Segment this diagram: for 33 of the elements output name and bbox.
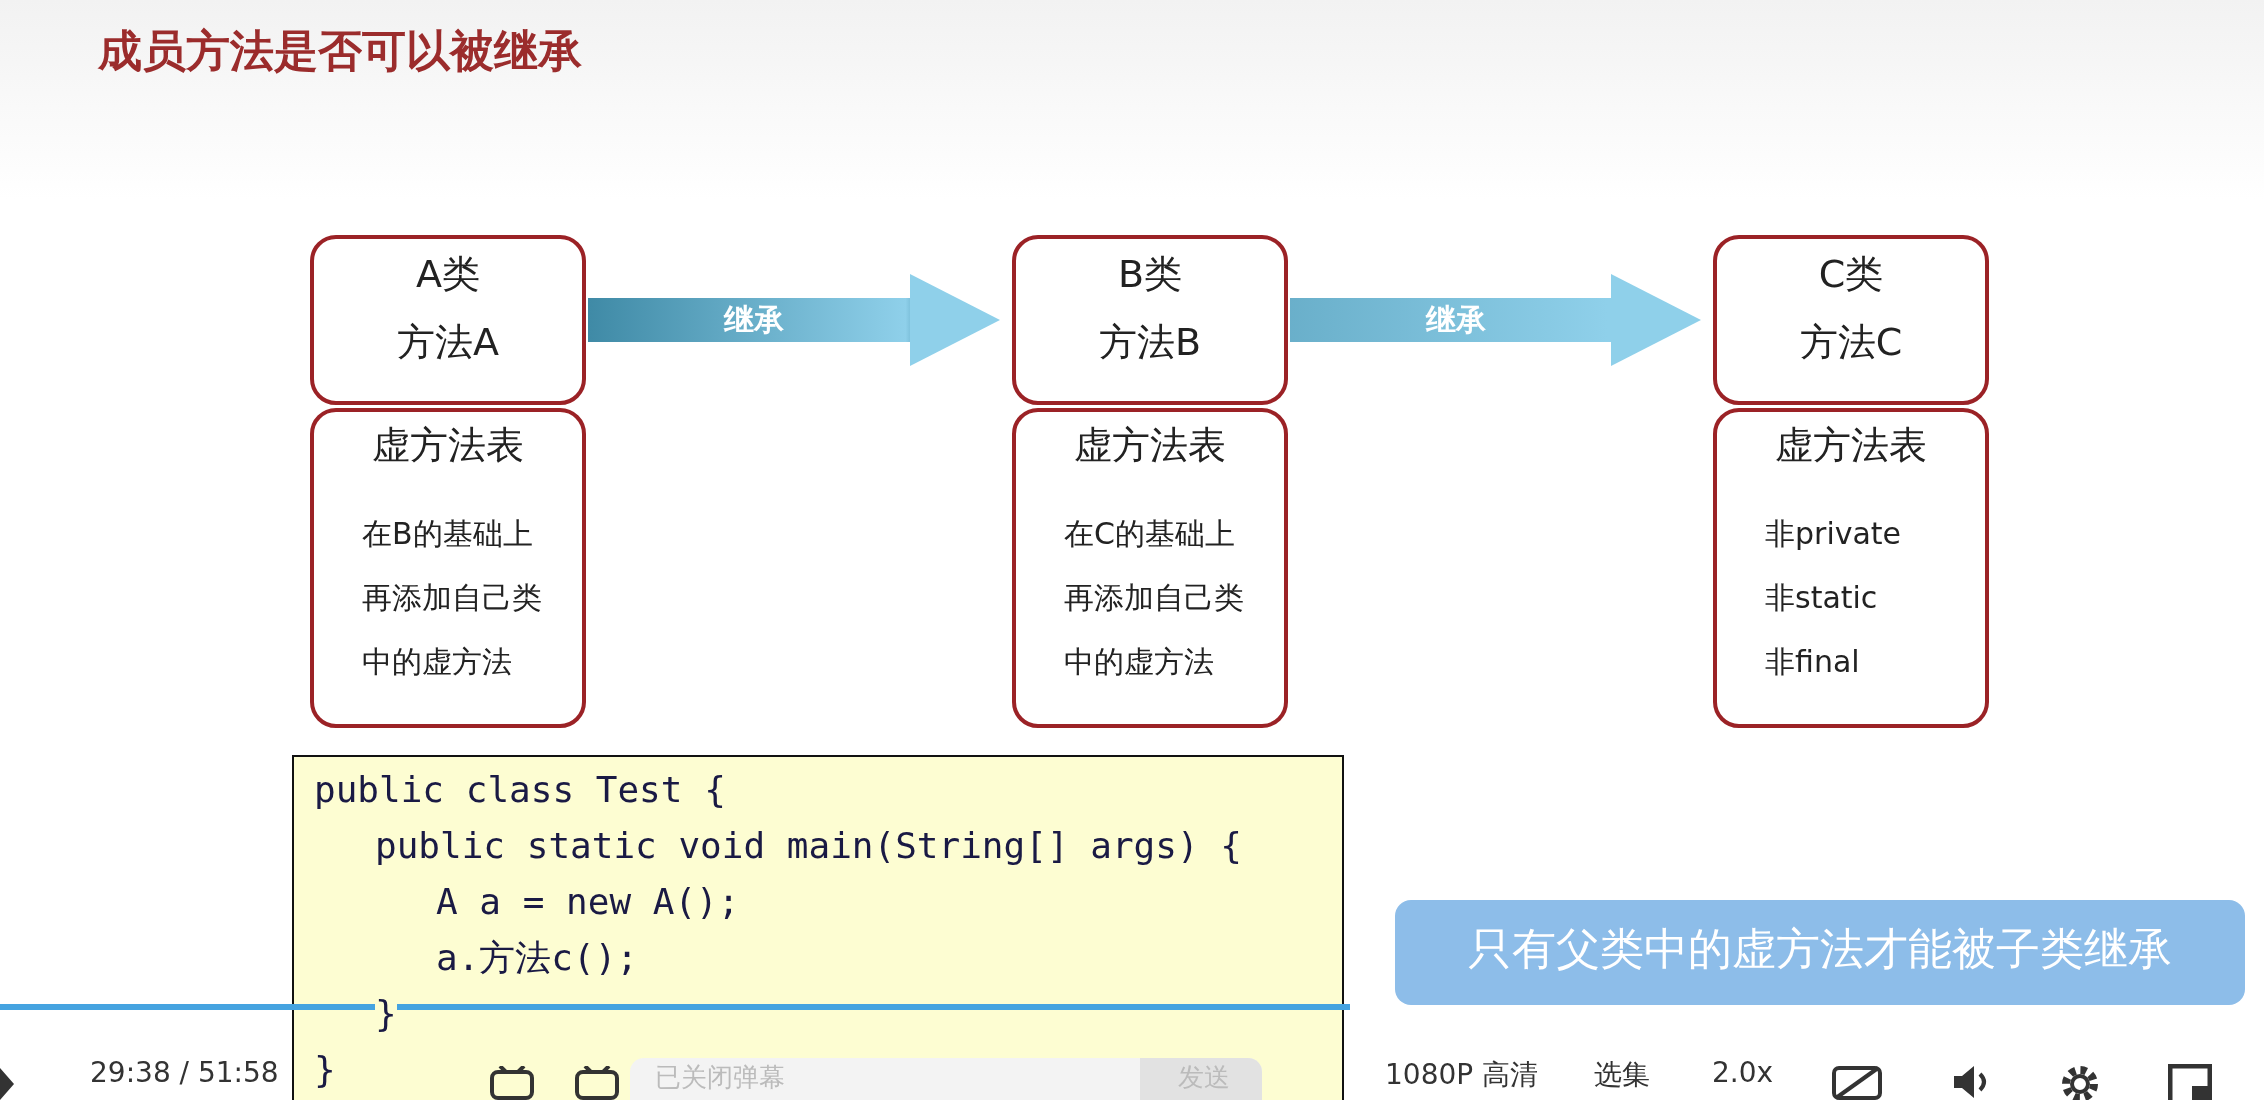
class-name: A类	[415, 251, 481, 298]
class-name: C类	[1817, 251, 1885, 298]
table-heading: 虚方法表	[371, 422, 525, 469]
subtitle-text: 只有父类中的虚方法才能被子类继承	[1467, 922, 2173, 976]
input-placeholder: 已关闭弹幕	[655, 1061, 785, 1094]
table-entry: 在B的基础上再添加自己类中的虚方法	[362, 515, 543, 681]
quality-label: 1080P 高清	[1385, 1057, 1539, 1093]
table-entry: 在C的基础上再添加自己类中的虚方法	[1064, 515, 1245, 681]
speed-label: 2.0x	[1712, 1056, 1774, 1089]
class-box	[1012, 235, 1288, 405]
inheritance-arrow	[1290, 274, 1701, 366]
method-name: 方法C	[1798, 319, 1904, 366]
method-table-box	[1713, 408, 1989, 728]
slide-title: 成员方法是否可以被继承	[98, 24, 582, 78]
table-heading: 虚方法表	[1073, 422, 1227, 469]
inheritance-arrow	[588, 274, 1000, 366]
method-name: 方法B	[1097, 319, 1203, 366]
edge-label: 继承	[722, 301, 785, 339]
table-entry: 非final	[1765, 643, 1861, 681]
table-heading: 虚方法表	[1774, 422, 1928, 469]
table-entry: 非static	[1765, 579, 1879, 617]
code-box	[292, 755, 1344, 1100]
method-table-box	[1012, 408, 1288, 728]
method-name: 方法A	[396, 319, 500, 366]
time-display: 29:38 / 51:58	[90, 1056, 279, 1089]
subtitle-banner	[1395, 900, 2245, 1005]
class-box	[1713, 235, 1989, 405]
table-entry: 非private	[1765, 515, 1903, 553]
class-box	[310, 235, 586, 405]
method-table-box	[310, 408, 586, 728]
episode-label: 选集	[1594, 1057, 1650, 1093]
class-name: B类	[1116, 251, 1184, 298]
edge-label: 继承	[1424, 301, 1487, 339]
